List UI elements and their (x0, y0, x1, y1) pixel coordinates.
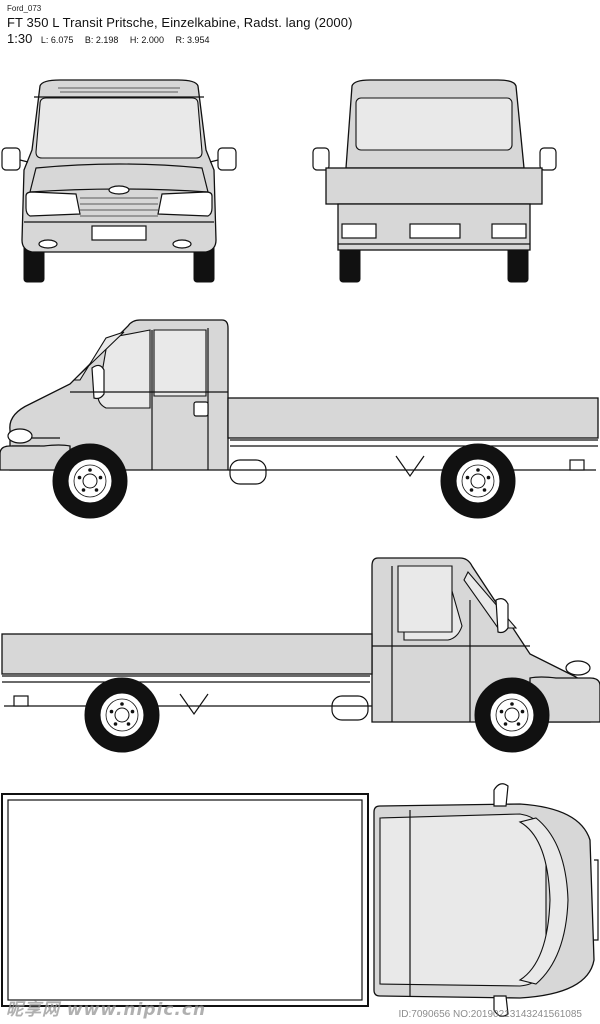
side-view-left (0, 319, 599, 519)
side-front-bumper (0, 444, 71, 471)
door-handle (193, 401, 209, 417)
scale-value: 1:30 (7, 31, 33, 46)
model-code: Ford_073 (7, 4, 42, 13)
side-windshield (72, 331, 125, 381)
rear-view (312, 79, 557, 283)
side-headlight (7, 428, 33, 444)
tailgate (325, 167, 543, 205)
side-front-wheel (52, 443, 128, 519)
windshield (35, 97, 203, 159)
ford-badge (108, 185, 130, 195)
rear-left-mirror (312, 147, 330, 171)
left-headlight (25, 191, 81, 217)
rear-right-mirror (539, 147, 557, 171)
top-mirror-right (493, 995, 509, 1017)
top-view (1, 783, 599, 1017)
side2-fuel-tank (331, 695, 369, 721)
wheelbase-spec: R: 3.954 (175, 35, 210, 45)
left-foglight (38, 239, 58, 249)
rear-window (355, 97, 513, 151)
side2-tow-hook (13, 695, 29, 707)
side-view-right (1, 557, 600, 753)
side-mirror-left (91, 364, 105, 400)
side2-rear-window (397, 565, 453, 633)
top-roof (379, 813, 547, 987)
side2-cargo-bed (1, 633, 373, 675)
side2-front-wheel (474, 677, 550, 753)
right-foglight (172, 239, 192, 249)
front-view (1, 79, 237, 283)
length-spec: L: 6.075 (40, 35, 74, 45)
right-headlight (157, 191, 213, 217)
license-plate (91, 225, 147, 241)
side-rear-window (153, 329, 207, 397)
top-windshield (518, 817, 569, 985)
side2-mirror (495, 598, 509, 634)
top-mirror-left (493, 783, 509, 807)
rear-plate (409, 223, 461, 239)
watermark-logo: 昵享网 www.nipic.cn (6, 1000, 207, 1020)
blueprint-header: Ford_073 FT 350 L Transit Pritsche, Einz… (7, 4, 593, 47)
top-cargo-floor (7, 799, 363, 1001)
side-rear-wheel (440, 443, 516, 519)
spec-line: 1:30 L: 6.075 B: 2.198 H: 2.000 R: 3.954 (7, 32, 593, 47)
side2-headlight (565, 660, 591, 676)
height-spec: H: 2.000 (129, 35, 164, 45)
left-taillight (341, 223, 377, 239)
side-fuel-tank (229, 459, 267, 485)
side-tow-hook (569, 459, 585, 471)
right-mirror (217, 147, 237, 171)
model-title: FT 350 L Transit Pritsche, Einzelkabine,… (7, 15, 353, 30)
left-mirror (1, 147, 21, 171)
side2-rear-wheel (84, 677, 160, 753)
width-spec: B: 2.198 (84, 35, 119, 45)
watermark-id: ID:7090656 NO:20190213143241561085 (398, 1009, 583, 1020)
side-cargo-bed (227, 397, 599, 439)
right-taillight (491, 223, 527, 239)
